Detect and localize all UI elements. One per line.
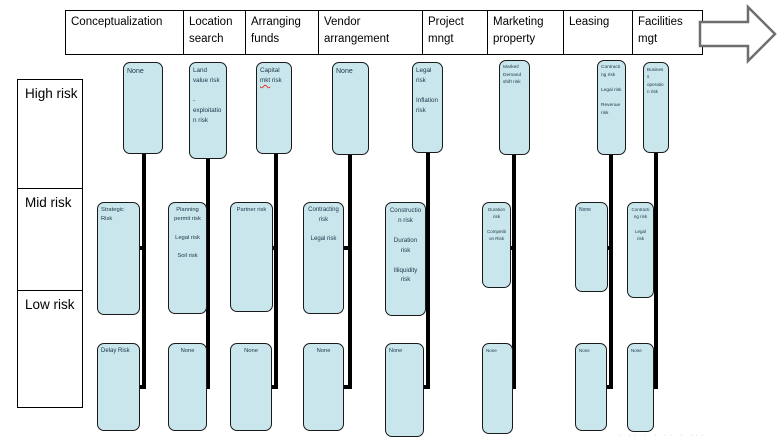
header-cell-facilities-mgt: Facilities mgt (632, 10, 703, 55)
risk-box-mid-project-mngt: Construction risk Duration risk Illiquid… (385, 202, 426, 316)
connector-bend-marketing-property (512, 385, 516, 389)
connector-bend-vendor-arrangement (343, 385, 352, 389)
risk-box-high-project-mngt: Legal risk Inflation risk (412, 62, 443, 153)
connector-tick-marketing-property (510, 246, 516, 250)
capital-word: Capital (260, 67, 280, 74)
risk-box-high-leasing: Contracting risk Legal risk Revenue risk (597, 60, 626, 155)
header-cell-location-search: Location search (183, 10, 246, 55)
risk-box-mid-marketing-property: Duration risk Competition Risk (482, 202, 511, 288)
risk-box-mid-vendor-arrangement: Contracting risk Legal risk (303, 202, 344, 314)
header-cell-arranging-funds: Arranging funds (245, 10, 319, 55)
row-label-high-risk: High risk (17, 79, 83, 189)
connector-line-arranging-funds (274, 152, 278, 389)
risk-box-high-marketing-property: Market/ Demand shift risk (499, 60, 530, 155)
connector-tick-location-search (206, 246, 210, 250)
risk-box-high-arranging-funds: Capital mkt risk (256, 62, 292, 154)
connector-line-location-search (206, 157, 210, 389)
connector-tick-leasing (607, 246, 613, 250)
risk-box-high-facilities-mgt: Business operation risk (643, 62, 669, 153)
connector-line-marketing-property (512, 153, 516, 389)
risk-box-mid-location-search: Planning permit risk Legal risk Soil ris… (168, 202, 207, 314)
risk-box-mid-arranging-funds: Partner risk (230, 202, 273, 312)
risk-box-high-vendor-arrangement: None (332, 62, 369, 155)
header-cell-marketing-property: Marketing property (487, 10, 564, 55)
connector-bend-leasing (606, 385, 613, 389)
header-cell-leasing: Leasing (563, 10, 633, 55)
connector-bend-conceptualization (139, 385, 146, 389)
connector-bend-location-search (206, 385, 210, 389)
header-cell-project-mngt: Project mngt (422, 10, 488, 55)
risk-box-low-leasing: None (575, 343, 607, 431)
connector-line-project-mngt (426, 151, 430, 389)
connector-line-leasing (609, 153, 613, 389)
risk-box-high-location-search: Land value risk - exploitation risk (189, 62, 227, 159)
cropped-text-fragment: · ·· · · ·· · ··· (618, 432, 707, 439)
row-label-low-risk: Low risk (17, 290, 83, 408)
misspelled-word: mkt (260, 77, 271, 85)
risk-word: risk (270, 77, 282, 85)
risk-box-low-conceptualization: Delay Risk (97, 343, 140, 431)
risk-box-mid-facilities-mgt: Contracting risk Legal risk (627, 202, 654, 298)
connector-line-facilities-mgt (654, 151, 658, 389)
flow-arrow-icon (698, 4, 777, 64)
risk-box-low-vendor-arrangement: None (303, 343, 344, 431)
risk-box-mid-conceptualization: Strategic Risk (97, 202, 140, 315)
risk-box-low-marketing-property: None (482, 343, 513, 434)
risk-box-high-conceptualization: None (123, 62, 163, 154)
connector-tick-vendor-arrangement (343, 246, 352, 250)
risk-box-low-location-search: None (168, 343, 207, 431)
connector-tick-project-mngt (425, 246, 430, 250)
risk-box-low-arranging-funds: None (230, 343, 272, 431)
risk-box-low-facilities-mgt: None (627, 343, 654, 432)
header-cell-conceptualization: Conceptualization (65, 10, 184, 55)
connector-line-conceptualization (142, 152, 146, 389)
header-cell-vendor-arrangement: Vendor arrangement (318, 10, 423, 55)
row-label-mid-risk: Mid risk (17, 188, 83, 291)
connector-bend-project-mngt (423, 385, 430, 389)
connector-bend-facilities-mgt (653, 385, 658, 389)
risk-box-low-project-mngt: None (385, 343, 424, 437)
connector-tick-arranging-funds (272, 246, 278, 250)
connector-bend-arranging-funds (271, 385, 278, 389)
connector-line-vendor-arrangement (348, 153, 352, 389)
risk-box-mid-leasing: None (575, 202, 608, 292)
connector-tick-facilities-mgt (653, 246, 658, 250)
connector-tick-conceptualization (139, 246, 146, 250)
